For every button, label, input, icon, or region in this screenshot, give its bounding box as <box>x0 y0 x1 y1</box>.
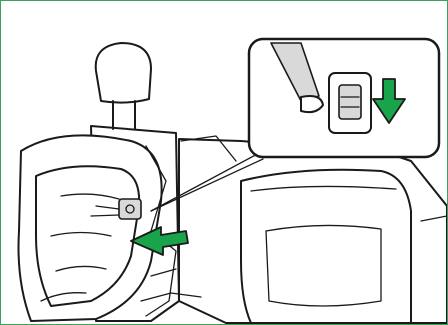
rear-seat <box>179 136 447 323</box>
headrest-icon <box>96 43 151 129</box>
lever-detail-inset <box>249 39 439 157</box>
